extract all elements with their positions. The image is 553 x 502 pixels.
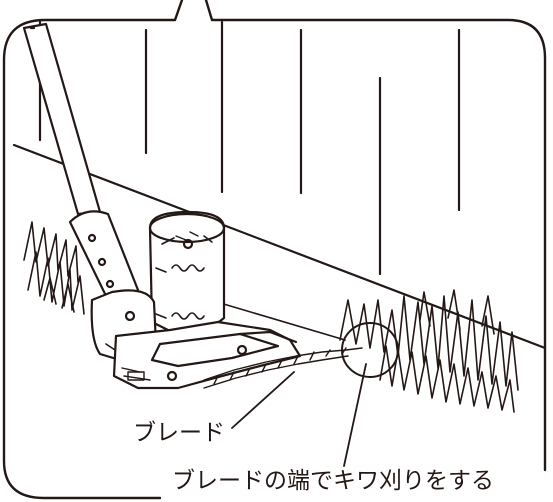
battery-pack [148,210,226,332]
trimmer-grip [68,210,140,302]
blade-teeth [203,347,363,389]
leader-line-blade [231,371,295,429]
blade-edge-highlight [341,322,399,378]
edge-trimming-label: ブレードの端でキワ刈りをする [170,468,496,494]
wall-edge-line [12,143,547,350]
blade-head [112,320,302,390]
blade-label: ブレード [131,420,227,446]
grass-left [23,221,85,315]
leader-line-edge [343,363,367,467]
trimmer-shaft [22,22,102,216]
grass-right [339,289,519,413]
